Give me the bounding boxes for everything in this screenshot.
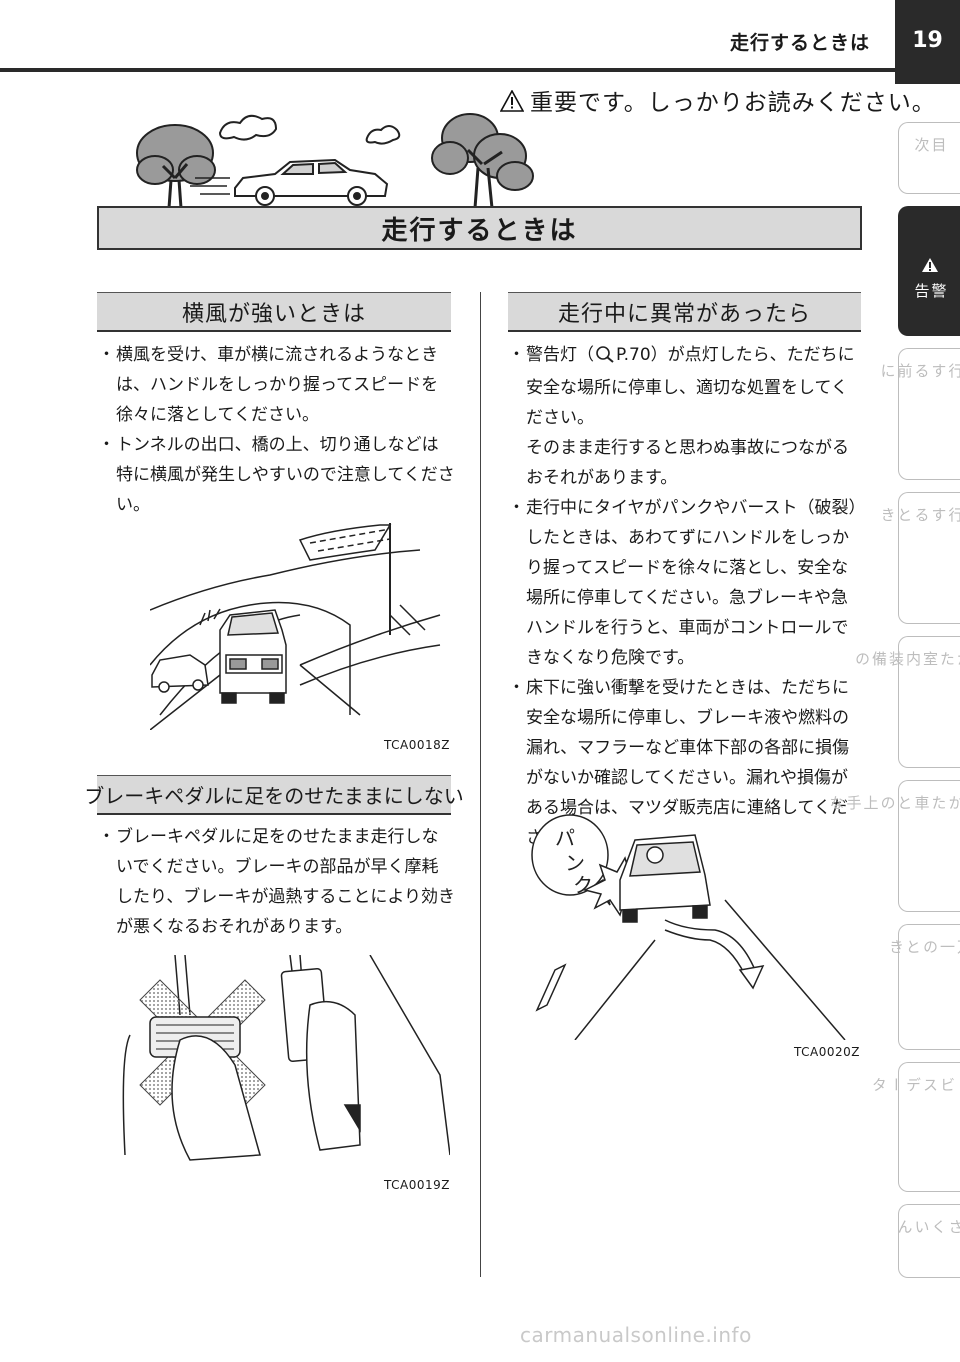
list-item: ブレーキペダルに足をのせたまま走行しないでください。ブレーキの部品が早く摩耗した… (98, 822, 455, 942)
page-number: 19 (895, 0, 960, 84)
tree-left-icon (136, 124, 216, 209)
bubble-text: パ (555, 826, 575, 850)
small-car-icon (151, 654, 209, 693)
shoe-icon (171, 1000, 361, 1161)
tab-contents[interactable]: 目 次 (898, 122, 960, 194)
tab-before-driving[interactable]: 走 行 す る 前 に (879, 348, 960, 480)
tab-emergency[interactable]: 万 一 の と き (887, 924, 960, 1050)
section-heading-crosswind: 横風が強いときは (97, 292, 451, 332)
lane-marker (535, 963, 567, 1012)
swerve-arrow (574, 899, 846, 1040)
crosswind-text: 横風を受け、車が横に流されるようなときは、ハンドルをしっかり握ってスピードを徐々… (98, 340, 455, 520)
svg-text:ン: ン (565, 851, 585, 875)
column-divider (480, 292, 481, 1277)
warning-triangle-icon (921, 257, 939, 277)
hero-illustration (136, 114, 401, 209)
page-ref-icon (594, 343, 616, 373)
tunnel-crosswind-illustration (150, 523, 441, 730)
tab-interior-equipment[interactable]: 室 内 装 備 の使 い か た (853, 636, 960, 768)
speeding-car-icon (190, 158, 389, 206)
list-item: 警告灯（P.70）が点灯したら、ただちに安全な場所に停車し、適切な処置をしてくだ… (508, 340, 860, 433)
brake-pedal-illustration (122, 955, 450, 1161)
section-heading-brake-pedal: ブレーキペダルに足をのせたままにしない (84, 775, 464, 815)
running-header-title: 走行するときは (729, 32, 870, 54)
list-item: トンネルの出口、橋の上、切り通しなどは特に横風が発生しやすいので注意してください… (98, 430, 455, 520)
abnormality-text: 警告灯（P.70）が点灯したら、ただちに安全な場所に停車し、適切な処置をしてくだ… (508, 340, 860, 853)
car-front-icon (619, 834, 711, 923)
figure-caption: TCA0018Z (384, 738, 450, 752)
list-item: 走行中にタイヤがパンクやバースト（破裂）したときは、あわてずにハンドルをしっかり… (508, 493, 860, 673)
car-icon (199, 608, 287, 704)
list-note: そのまま走行すると思わぬ事故につながるおそれがあります。 (526, 438, 849, 488)
section-heading-abnormality: 走行中に異常があったら (508, 292, 861, 332)
tab-warnings[interactable]: 警 告 (898, 206, 960, 336)
svg-text:ク: ク (573, 873, 593, 897)
header-rule (0, 68, 895, 72)
list-item: 横風を受け、車が横に流されるようなときは、ハンドルをしっかり握ってスピードを徐々… (98, 340, 455, 430)
chapter-banner: 走行するときは (97, 206, 862, 250)
notice-text: 重要です。しっかりお読みください。 (530, 90, 936, 116)
tab-index[interactable]: さ く い ん (896, 1204, 960, 1278)
tab-car-tips[interactable]: 車 と の 上 手 なつ き あ い か た (828, 780, 960, 912)
warning-triangle-icon (499, 89, 525, 118)
tab-while-driving[interactable]: 走 行 す る と き (879, 492, 960, 624)
flat-tire-illustration: パ ン ク (531, 814, 846, 1040)
important-notice: 重要です。しっかりお読みください。 (499, 83, 935, 118)
figure-caption: TCA0019Z (384, 1178, 450, 1192)
page-ref-link[interactable]: P.70 (616, 345, 651, 365)
tab-service-data[interactable]: サ ー ビ ス デ ー タ (870, 1062, 960, 1192)
watermark: carmanualsonline.info (520, 1323, 752, 1347)
tree-right-icon (431, 113, 534, 209)
cloud-icon (218, 114, 401, 145)
figure-caption: TCA0020Z (794, 1045, 860, 1059)
brake-pedal-text: ブレーキペダルに足をのせたまま走行しないでください。ブレーキの部品が早く摩耗した… (98, 822, 455, 942)
